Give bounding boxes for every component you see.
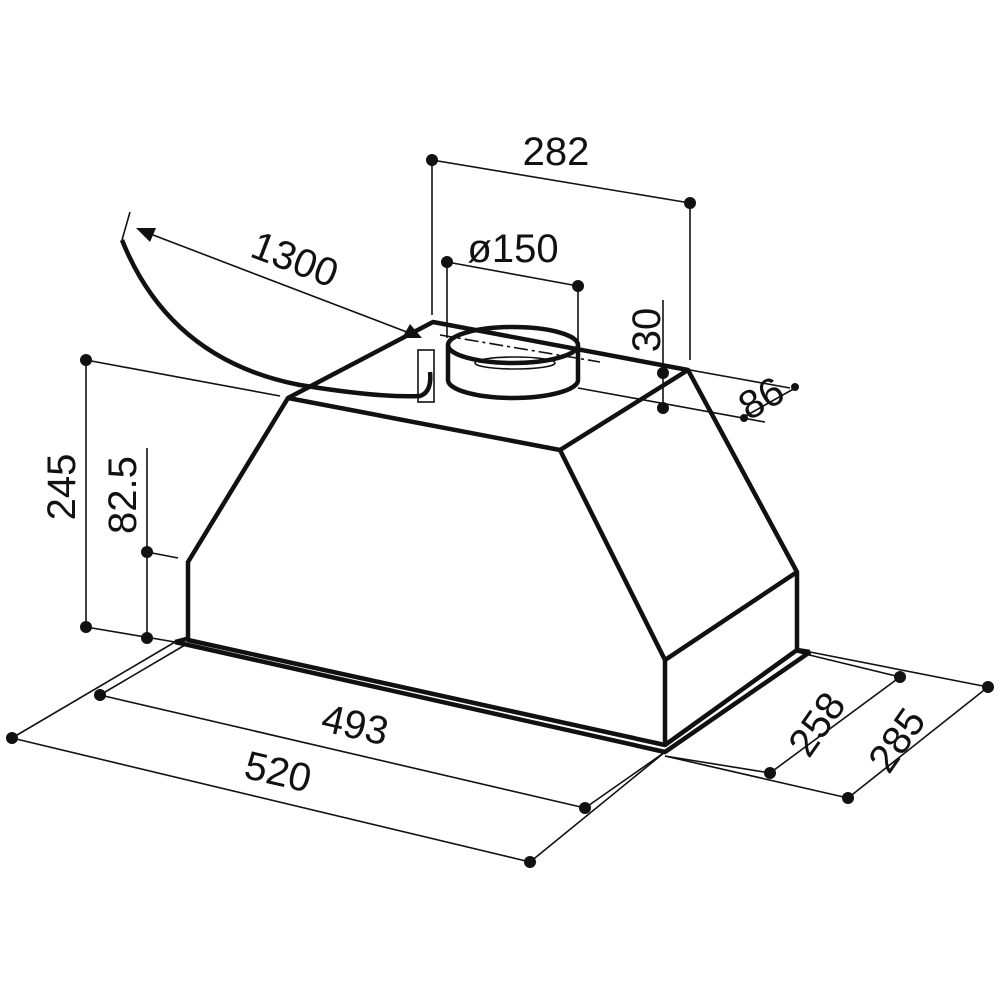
hood-body — [174, 319, 812, 755]
dim-245: 245 — [40, 454, 84, 521]
dimension-lines — [11, 159, 989, 863]
dimension-dots — [6, 154, 994, 868]
dim-86: 86 — [731, 369, 792, 429]
power-cable — [119, 211, 435, 403]
dim-282: 282 — [523, 130, 590, 174]
dim-82-5: 82.5 — [101, 456, 145, 534]
dim-1300: 1300 — [245, 223, 344, 296]
dim-493: 493 — [317, 696, 392, 754]
dim-258: 258 — [780, 685, 854, 765]
dim-520: 520 — [240, 743, 315, 801]
dim-285: 285 — [860, 701, 934, 781]
dim-30: 30 — [625, 308, 669, 353]
dim-diameter-150: ø150 — [467, 227, 558, 271]
